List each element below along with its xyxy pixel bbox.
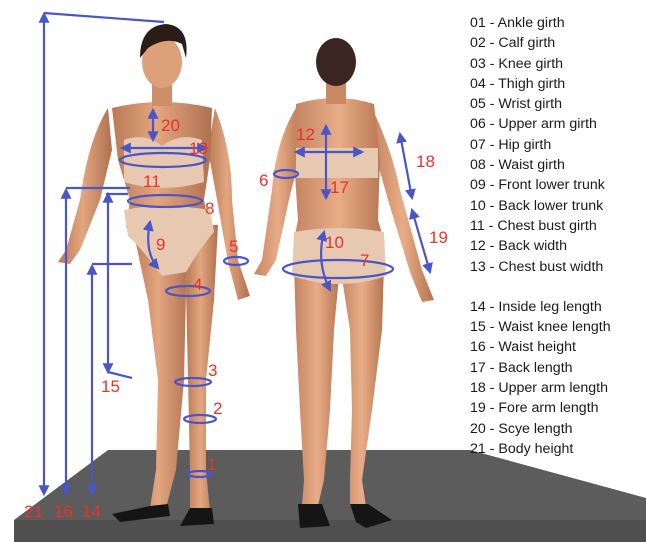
label-13: 13 bbox=[189, 139, 208, 158]
label-18: 18 bbox=[416, 152, 435, 171]
legend-item: 08 - Waist girth bbox=[470, 155, 646, 175]
legend-item: 06 - Upper arm girth bbox=[470, 114, 646, 134]
legend-item: 13 - Chest bust width bbox=[470, 257, 646, 277]
label-17: 17 bbox=[330, 178, 349, 197]
label-15: 15 bbox=[101, 377, 120, 396]
label-11: 11 bbox=[143, 172, 161, 191]
label-14: 14 bbox=[82, 502, 101, 521]
label-12: 12 bbox=[296, 125, 315, 144]
label-19: 19 bbox=[429, 228, 448, 247]
label-16: 16 bbox=[54, 502, 73, 521]
legend-item: 20 - Scye length bbox=[470, 419, 646, 439]
legend-item: 03 - Knee girth bbox=[470, 54, 646, 74]
legend-item: 05 - Wrist girth bbox=[470, 94, 646, 114]
label-4: 4 bbox=[193, 275, 202, 294]
legend-item: 18 - Upper arm length bbox=[470, 378, 646, 398]
label-3: 3 bbox=[208, 361, 217, 380]
label-9: 9 bbox=[156, 235, 165, 254]
label-20: 20 bbox=[161, 116, 180, 135]
legend-item: 21 - Body height bbox=[470, 439, 646, 459]
label-5: 5 bbox=[229, 237, 238, 256]
legend-item: 15 - Waist knee length bbox=[470, 317, 646, 337]
legend-item: 11 - Chest bust girth bbox=[470, 216, 646, 236]
label-21: 21 bbox=[24, 502, 43, 521]
legend-item: 10 - Back lower trunk bbox=[470, 196, 646, 216]
label-2: 2 bbox=[213, 399, 222, 418]
legend-item: 01 - Ankle girth bbox=[470, 13, 646, 33]
label-10: 10 bbox=[325, 233, 344, 252]
label-8: 8 bbox=[205, 199, 214, 218]
upper-arm-length-line bbox=[400, 134, 412, 198]
legend-item: 12 - Back width bbox=[470, 236, 646, 256]
legend-item: 14 - Inside leg length bbox=[470, 297, 646, 317]
legend-item: 09 - Front lower trunk bbox=[470, 175, 646, 195]
legend-item: 02 - Calf girth bbox=[470, 33, 646, 53]
label-7: 7 bbox=[360, 251, 369, 270]
legend-item: 16 - Waist height bbox=[470, 337, 646, 357]
legend-item: 04 - Thigh girth bbox=[470, 74, 646, 94]
legend-item: 17 - Back length bbox=[470, 358, 646, 378]
legend-item: 19 - Fore arm length bbox=[470, 398, 646, 418]
legend-item: 07 - Hip girth bbox=[470, 135, 646, 155]
label-6: 6 bbox=[259, 171, 268, 190]
measurement-legend: 01 - Ankle girth 02 - Calf girth 03 - Kn… bbox=[470, 13, 646, 459]
floor-front-edge bbox=[14, 520, 646, 542]
label-1: 1 bbox=[207, 455, 216, 474]
